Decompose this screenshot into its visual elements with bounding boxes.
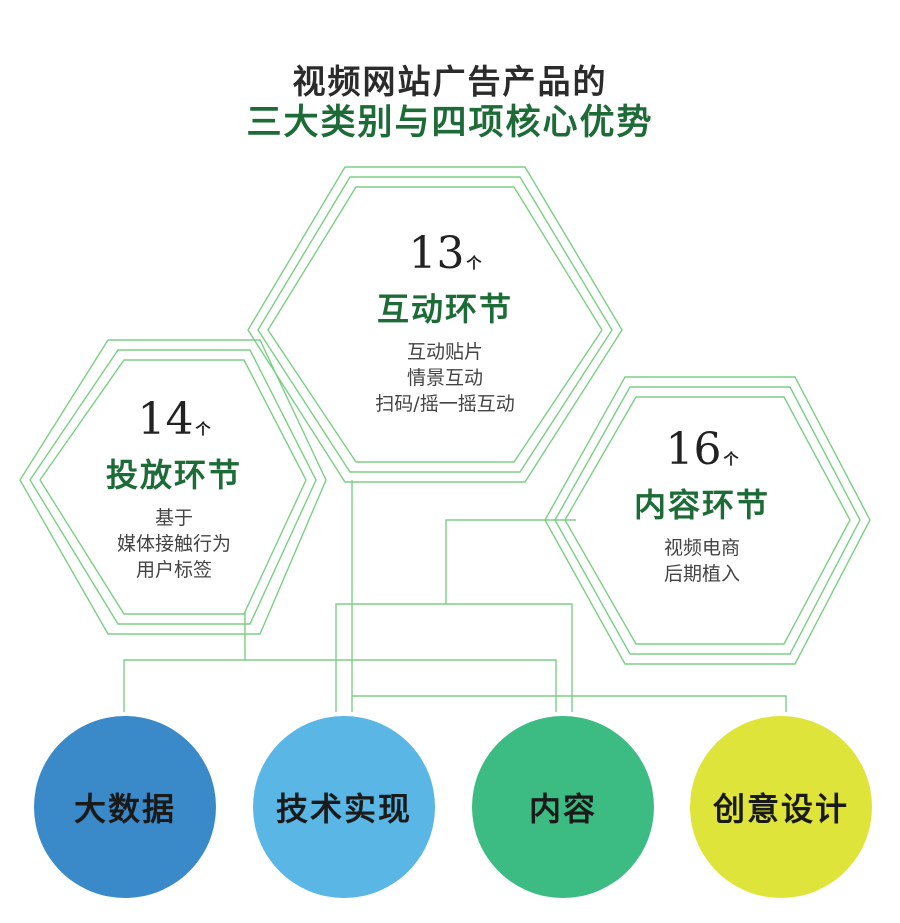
placement-description: 基于 媒体接触行为 用户标签: [116, 507, 231, 581]
circle-big-data: 大数据: [34, 716, 216, 898]
interaction-name: 互动环节: [376, 290, 513, 328]
circle-creative-design: 创意设计: [690, 716, 872, 898]
content-name: 内容环节: [633, 486, 770, 524]
title-line-2: 三大类别与四项核心优势: [246, 103, 654, 143]
title-line-1: 视频网站广告产品的: [292, 62, 608, 101]
interaction-description: 互动贴片 情景互动 扫码/摇一摇互动: [375, 341, 515, 415]
placement-name: 投放环节: [105, 456, 242, 494]
hexagon-interaction: [247, 166, 623, 483]
hexagon-placement: [19, 339, 327, 635]
circle-technology: 技术实现: [253, 716, 435, 898]
content-description: 视频电商 后期植入: [663, 537, 740, 585]
circle-content: 内容: [472, 716, 654, 898]
connector-lines: [123, 480, 787, 712]
